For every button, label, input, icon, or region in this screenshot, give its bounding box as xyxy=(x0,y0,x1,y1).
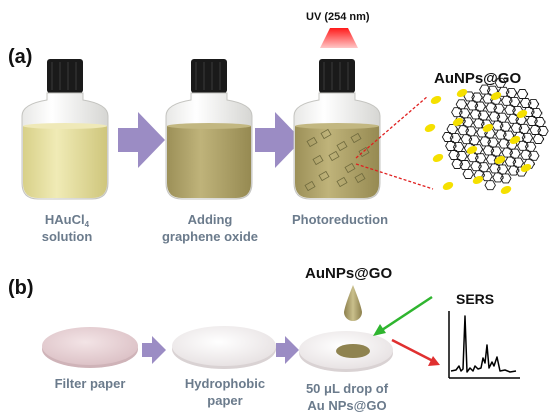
vial-go xyxy=(165,59,253,200)
caption-step2-line1: Adding xyxy=(188,212,233,227)
filter-paper xyxy=(42,327,138,365)
uv-beam xyxy=(320,28,358,48)
au-nanoparticle-dot xyxy=(500,185,512,195)
graphene-mesh xyxy=(441,77,549,191)
graphene-lattice xyxy=(441,77,549,191)
vial-photoreduction xyxy=(293,59,381,200)
vial-cap xyxy=(191,59,227,93)
caption-step1-line2: solution xyxy=(42,229,93,244)
zoom-line-top xyxy=(355,95,429,159)
go-flake xyxy=(312,154,324,166)
vial-cap xyxy=(47,59,83,93)
caption-drop-line1: 50 μL drop of xyxy=(306,381,389,396)
sers-label: SERS xyxy=(456,291,494,307)
au-nanoparticle-dot xyxy=(432,153,444,163)
au-nanoparticle-dot xyxy=(509,135,521,145)
panel-b-label: (b) xyxy=(8,277,34,299)
au-nanoparticle-dot xyxy=(520,163,532,173)
go-flake xyxy=(304,180,316,192)
solution-yellow xyxy=(23,126,107,198)
caption-hydrophobic-line2: paper xyxy=(207,393,242,408)
process-arrow-b2 xyxy=(276,336,299,364)
go-flake xyxy=(336,176,348,188)
scattered-arrow xyxy=(391,338,440,366)
go-flake xyxy=(350,132,362,144)
au-nanoparticle-dot xyxy=(430,95,442,105)
go-flake xyxy=(336,140,348,152)
process-arrow-b1 xyxy=(142,336,166,364)
process-arrow-1 xyxy=(118,112,165,168)
caption-hydrophobic-line1: Hydrophobic xyxy=(185,376,265,391)
au-nanoparticle-dot xyxy=(482,123,494,133)
caption-step2-line2: graphene oxide xyxy=(162,229,258,244)
caption-drop-line2: Au NPs@GO xyxy=(307,398,386,413)
au-nanoparticle-dot xyxy=(516,109,528,119)
drop-icon xyxy=(344,285,362,321)
go-flake xyxy=(344,162,356,174)
go-flake xyxy=(354,172,366,184)
go-flake xyxy=(318,170,330,182)
inset-title: AuNPs@GO xyxy=(434,70,521,87)
go-flake xyxy=(328,150,340,162)
drop-label: AuNPs@GO xyxy=(305,265,392,282)
sers-spectrum xyxy=(450,315,517,373)
au-nanoparticle-dot xyxy=(472,175,484,185)
au-drop-spot xyxy=(336,344,370,358)
au-nanoparticles xyxy=(424,88,532,195)
process-arrow-2 xyxy=(255,112,302,168)
au-nanoparticle-dot xyxy=(424,123,436,133)
go-flakes xyxy=(304,128,370,192)
incident-laser-arrow xyxy=(373,295,433,336)
caption-step3: Photoreduction xyxy=(292,212,388,227)
solution-go xyxy=(167,126,251,198)
vial-cap xyxy=(319,59,355,93)
caption-step1: HAuCl4 xyxy=(45,212,90,229)
au-nanoparticle-dot xyxy=(490,91,502,101)
go-flake xyxy=(306,136,318,148)
au-nanoparticle-dot xyxy=(466,145,478,155)
au-nanoparticle-dot xyxy=(442,181,454,191)
go-flake xyxy=(320,128,332,140)
solution-auGO xyxy=(295,126,379,198)
caption-filter-paper: Filter paper xyxy=(55,376,126,391)
au-nanoparticle-dot xyxy=(494,155,506,165)
au-nanoparticle-dot xyxy=(456,88,468,98)
au-nanoparticle-dot xyxy=(452,117,464,127)
zoom-line-bottom xyxy=(355,163,434,190)
vial-haucl4 xyxy=(21,59,109,200)
uv-label: UV (254 nm) xyxy=(306,11,370,23)
panel-a-label: (a) xyxy=(8,46,32,68)
hydrophobic-paper xyxy=(172,326,276,366)
